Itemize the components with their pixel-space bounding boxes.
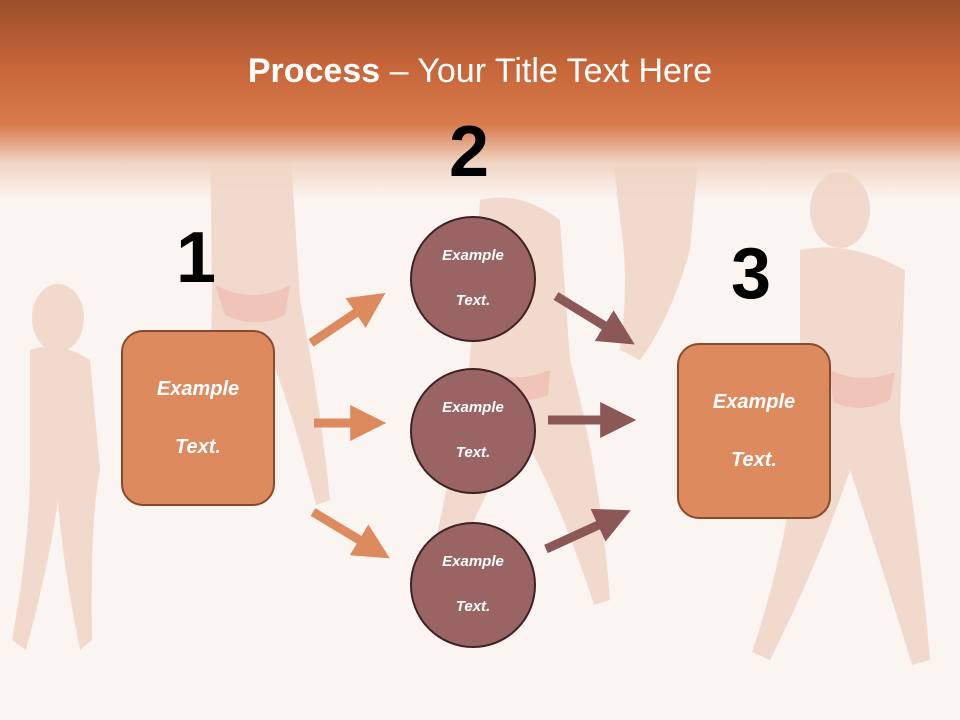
arrow-circle3-to-box3 bbox=[544, 508, 631, 554]
step-number-3: 3 bbox=[731, 234, 772, 314]
circle-3-text-line1: Example bbox=[442, 553, 504, 571]
step-number-1: 1 bbox=[176, 218, 217, 298]
arrow-box1-to-circle3 bbox=[310, 508, 390, 559]
slide-title: Process – Your Title Text Here bbox=[0, 52, 960, 91]
title-rest: – Your Title Text Here bbox=[380, 52, 713, 90]
title-banner bbox=[0, 0, 960, 200]
circle-2-text-line2: Text. bbox=[455, 444, 491, 462]
arrow-circle1-to-box3 bbox=[553, 292, 635, 345]
circle-1-text-line1: Example bbox=[442, 247, 504, 265]
arrow-box1-to-circle1 bbox=[308, 292, 386, 347]
step-1-text-line1: Example bbox=[156, 377, 240, 400]
circle-3-text-line2: Text. bbox=[455, 598, 491, 616]
circle-1-text-line2: Text. bbox=[455, 292, 491, 310]
step-3-text-line2: Text. bbox=[731, 448, 777, 471]
circle-2-text-line1: Example bbox=[442, 399, 504, 417]
step-3-text-line1: Example bbox=[712, 390, 796, 413]
step-number-2: 2 bbox=[449, 112, 490, 192]
title-bold: Process bbox=[247, 52, 381, 90]
step-1-text-line2: Text. bbox=[175, 435, 221, 458]
